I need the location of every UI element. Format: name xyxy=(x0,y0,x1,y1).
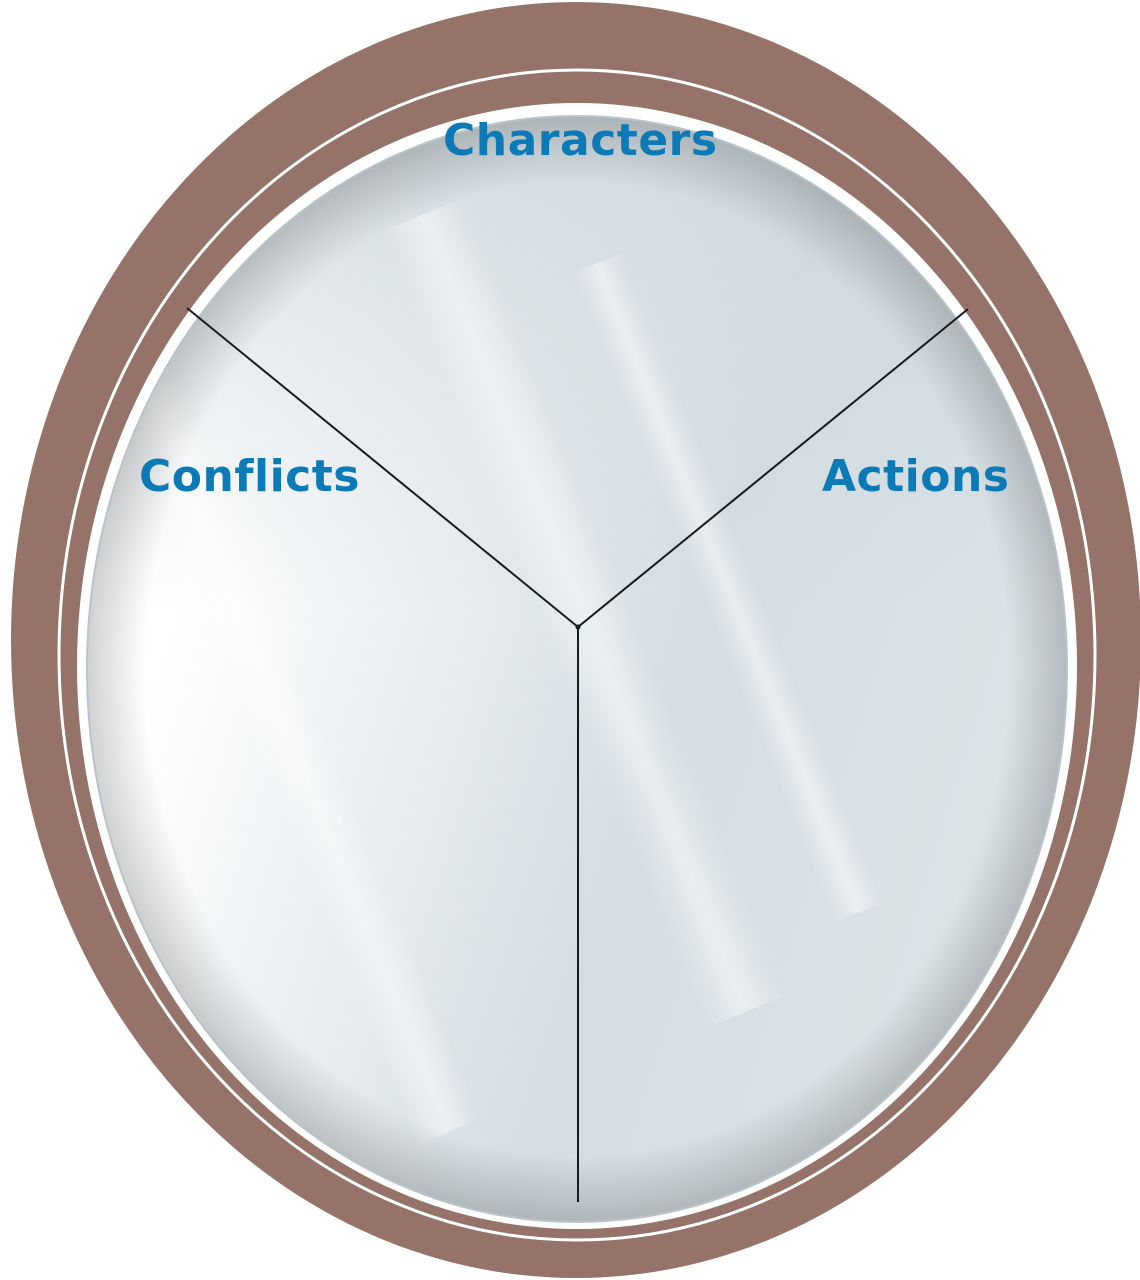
section-label-characters: Characters xyxy=(443,115,718,166)
frame-inner-ring xyxy=(57,68,1097,1242)
section-label-conflicts: Conflicts xyxy=(139,451,360,502)
section-dividers xyxy=(186,307,969,1202)
divider-left xyxy=(186,307,579,628)
divider-right xyxy=(577,308,969,628)
section-label-actions: Actions xyxy=(822,451,1010,502)
